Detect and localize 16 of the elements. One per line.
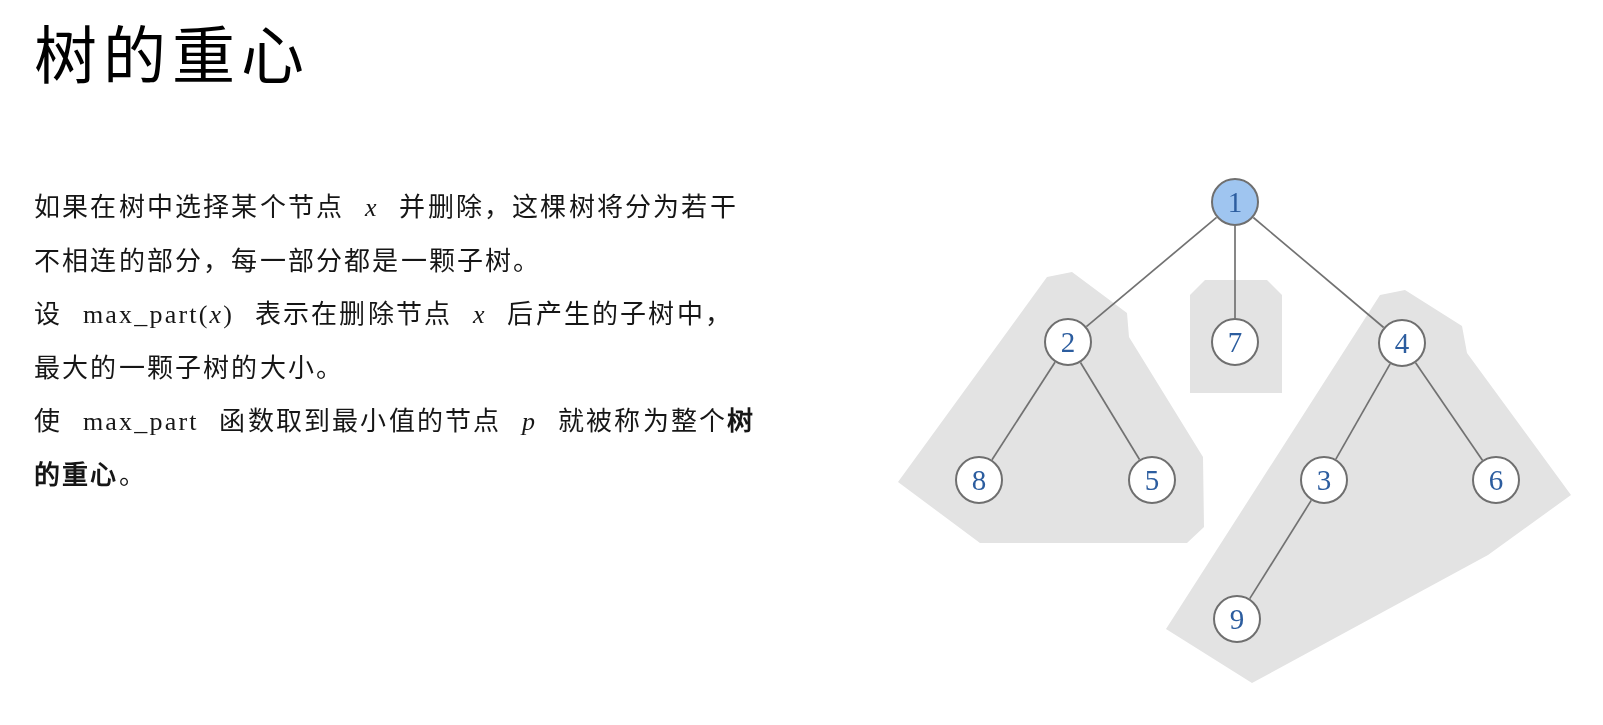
tree-node: 1 — [1211, 178, 1259, 226]
edge-line — [1335, 363, 1391, 460]
title: 树的重心 — [34, 20, 310, 94]
edge-line — [1252, 216, 1385, 329]
edge-line — [1234, 225, 1236, 319]
shaded-region — [1166, 290, 1571, 683]
shaded-region — [898, 272, 1204, 543]
edge-line — [1414, 361, 1484, 462]
edge-line — [991, 361, 1056, 461]
edge-line — [1085, 216, 1218, 328]
shaded-region — [1190, 280, 1282, 393]
paragraph: 如果在树中选择某个节点 x 并删除，这棵树将分为若干不相连的部分，每一部分都是一颗子树。 — [34, 192, 739, 278]
paragraph: 设 max_part(x) 表示在删除节点 x 后产生的子树中，最大的一颗子树的大小。 — [34, 299, 735, 385]
edge-line — [1248, 499, 1313, 600]
edge-line — [1079, 361, 1141, 461]
paragraph: 使 max_part 函数取到最小值的节点 p 就被称为整个树的重心。 — [34, 406, 757, 492]
